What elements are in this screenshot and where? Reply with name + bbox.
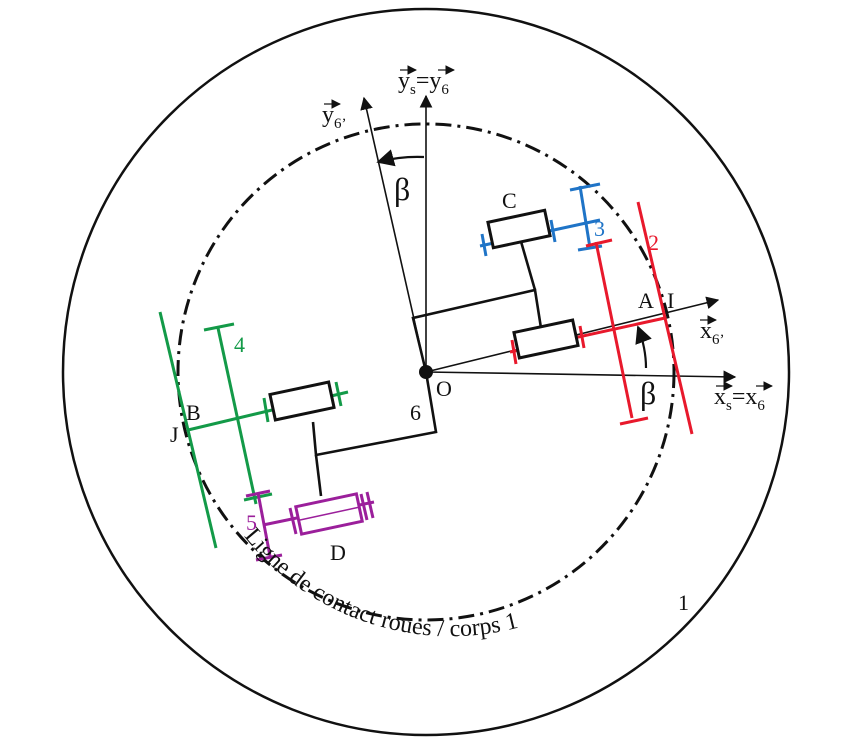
- arm-6: [311, 237, 543, 497]
- label-wheel-d: D: [330, 540, 346, 565]
- label-part-5: 5: [246, 510, 257, 535]
- axis-sub-y6: 6: [441, 82, 449, 98]
- label-wheel-c: C: [502, 188, 517, 213]
- beta-arc-right: [635, 325, 652, 369]
- axis-sub-ys: s: [410, 82, 416, 98]
- axis-sub-x6: 6: [757, 398, 765, 414]
- label-point-i: I: [667, 288, 674, 313]
- contact-line-circle: [176, 122, 676, 622]
- axis-equals-right: =: [732, 384, 746, 410]
- axis-letter-ys: y: [398, 68, 410, 94]
- wheel-a: [509, 201, 694, 435]
- label-beta-right: β: [640, 375, 656, 411]
- label-part-4: 4: [234, 332, 245, 357]
- axis-letter-x6p: x: [700, 318, 712, 344]
- axis-sub-xs: s: [726, 398, 732, 414]
- origin-point: [419, 365, 433, 379]
- label-part-3: 3: [594, 216, 605, 241]
- label-point-j: J: [170, 422, 179, 447]
- wheel-d: [245, 489, 375, 562]
- label-xs-x6: xs=x6: [714, 384, 765, 414]
- wheel-b: [158, 311, 349, 549]
- label-beta-top: β: [394, 171, 410, 207]
- axis-sub-x6p: 6’: [712, 332, 725, 348]
- label-ys-y6: ys=y6: [398, 68, 449, 98]
- axis-xs: [425, 370, 737, 384]
- label-y6prime: y6’: [322, 102, 347, 132]
- label-arm-6: 6: [410, 400, 421, 425]
- wheel-c: [479, 182, 603, 257]
- label-part-2: 2: [648, 230, 659, 255]
- label-point-b: B: [186, 400, 201, 425]
- axis-letter-y6: y: [429, 68, 441, 94]
- axis-letter-x6: x: [745, 384, 757, 410]
- axis-letter-y6p: y: [322, 102, 334, 128]
- label-contact-line: Ligne de contact roues / corps 1: [239, 523, 520, 642]
- axis-sub-y6p: 6’: [334, 116, 347, 132]
- label-x6prime: x6’: [700, 318, 725, 348]
- label-body-1: 1: [678, 590, 689, 615]
- axis-equals-top: =: [416, 68, 430, 94]
- body-circle: [61, 7, 791, 737]
- beta-arc-top: [376, 149, 425, 167]
- axis-letter-xs: x: [714, 384, 726, 410]
- contact-line-text: Ligne de contact roues / corps 1: [239, 523, 520, 642]
- label-point-a: A: [638, 288, 654, 313]
- label-origin: O: [436, 376, 452, 401]
